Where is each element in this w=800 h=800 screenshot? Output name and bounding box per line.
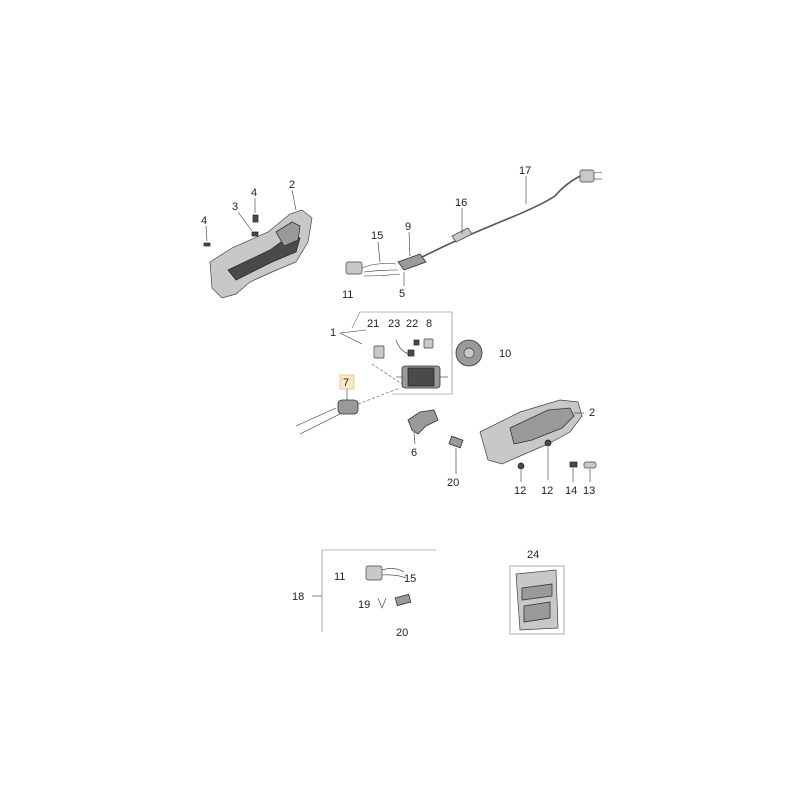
callout-8: 8 bbox=[426, 318, 432, 330]
callout-4-top: 4 bbox=[251, 187, 257, 199]
callout-3: 3 bbox=[232, 201, 238, 213]
brush-holder-21[interactable] bbox=[373, 345, 385, 359]
brush-spring-23[interactable] bbox=[395, 339, 415, 357]
bushing-7[interactable] bbox=[295, 399, 359, 435]
callout-6: 6 bbox=[411, 447, 417, 459]
bearing-8[interactable] bbox=[423, 338, 434, 349]
kit-brush-20[interactable] bbox=[394, 593, 412, 607]
cable-wiring-15[interactable] bbox=[361, 263, 401, 277]
screw-4b[interactable] bbox=[252, 214, 259, 223]
callout-24: 24 bbox=[527, 549, 539, 561]
callout-11-top: 11 bbox=[342, 289, 353, 301]
callout-20-kit: 20 bbox=[396, 627, 408, 639]
callout-5: 5 bbox=[399, 288, 405, 300]
callout-2-top: 2 bbox=[289, 179, 295, 191]
handle-left-half[interactable] bbox=[209, 209, 313, 299]
plug[interactable] bbox=[579, 169, 603, 183]
callout-20-middle: 20 bbox=[447, 477, 459, 489]
lever-6[interactable] bbox=[407, 409, 439, 435]
nut-12a[interactable] bbox=[517, 462, 525, 470]
label-sticker-24[interactable] bbox=[515, 569, 559, 631]
callout-16: 16 bbox=[455, 197, 467, 209]
callout-12-right: 12 bbox=[541, 485, 553, 497]
cable-clamp-9[interactable] bbox=[397, 253, 427, 271]
kit-wiring-15[interactable] bbox=[381, 568, 407, 579]
armature-motor[interactable] bbox=[396, 365, 448, 389]
screw-3[interactable] bbox=[251, 231, 259, 237]
nut-12b[interactable] bbox=[544, 439, 552, 447]
handle-right-half[interactable] bbox=[479, 399, 583, 465]
callout-2-right: 2 bbox=[589, 407, 595, 419]
brush-22[interactable] bbox=[413, 339, 420, 346]
callout-12-left: 12 bbox=[514, 485, 526, 497]
switch-11[interactable] bbox=[345, 261, 363, 275]
callout-15-top: 15 bbox=[371, 230, 383, 242]
power-cable[interactable] bbox=[419, 175, 581, 259]
callout-15-kit: 15 bbox=[404, 573, 416, 585]
callout-22: 22 bbox=[406, 318, 418, 330]
callout-19: 19 bbox=[358, 599, 370, 611]
callout-14: 14 bbox=[565, 485, 577, 497]
kit-spring-19[interactable] bbox=[377, 597, 387, 609]
screw-13[interactable] bbox=[583, 461, 597, 469]
callout-7: 7 bbox=[343, 377, 349, 389]
callout-23: 23 bbox=[388, 318, 400, 330]
callout-11-kit: 11 bbox=[334, 571, 345, 583]
gear-10[interactable] bbox=[455, 339, 483, 367]
callout-10: 10 bbox=[499, 348, 511, 360]
callout-9: 9 bbox=[405, 221, 411, 233]
screw-14[interactable] bbox=[569, 461, 578, 468]
carbon-brush-20[interactable] bbox=[448, 435, 464, 449]
callout-17: 17 bbox=[519, 165, 531, 177]
callout-21: 21 bbox=[367, 318, 379, 330]
callout-18: 18 bbox=[292, 591, 304, 603]
callout-1: 1 bbox=[330, 327, 336, 339]
callout-13: 13 bbox=[583, 485, 595, 497]
callout-4-left: 4 bbox=[201, 215, 207, 227]
screw-4a[interactable] bbox=[203, 242, 211, 247]
kit-switch-11[interactable] bbox=[365, 565, 383, 581]
